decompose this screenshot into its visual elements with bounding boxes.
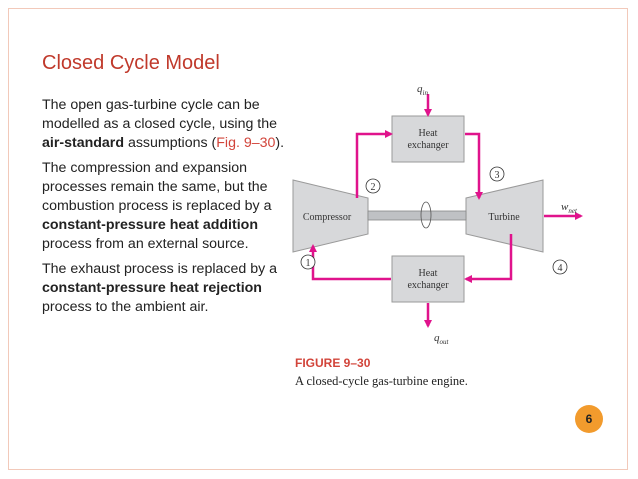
flow-line-4 (464, 234, 513, 283)
para1-text: The open gas-turbine cycle can be modell… (42, 97, 278, 132)
state-1-marker: 1 (300, 254, 316, 270)
heat-exchanger-top (391, 115, 465, 163)
figure-caption-text: A closed-cycle gas-turbine engine. (295, 374, 468, 388)
slide-title: Closed Cycle Model (42, 52, 220, 74)
shaft-rotation-icon (420, 201, 432, 229)
slide-frame (8, 8, 628, 470)
q-in-label: qin (417, 84, 428, 97)
flow-line-3 (465, 132, 483, 200)
state-4-marker: 4 (552, 259, 568, 275)
para2-text: The compression and expansion processes … (42, 160, 272, 214)
closed-cycle-diagram: Heat exchanger Heat exchanger Compressor… (292, 84, 583, 388)
para1-text-3: ). (275, 135, 285, 151)
para1-bold: air-standard (42, 135, 124, 151)
compressor-shape (292, 179, 369, 253)
hx-top-label-2: exchanger (407, 140, 449, 151)
para2-bold: constant-pressure heat addition (42, 217, 258, 233)
hx-top-label-1: Heat (419, 128, 438, 139)
w-net-label: wnet (561, 201, 578, 215)
state-3-marker: 3 (489, 166, 505, 182)
hx-bottom-label-1: Heat (419, 268, 438, 279)
figure-caption-label: FIGURE 9–30 (295, 356, 371, 370)
turbine-label: Turbine (488, 212, 520, 223)
compressor-label: Compressor (303, 212, 352, 223)
turbine-shape (465, 179, 544, 253)
shaft (367, 210, 467, 221)
hx-bottom-label-2: exchanger (407, 280, 449, 291)
para3-bold: constant-pressure heat rejection (42, 280, 262, 296)
page-number-badge: 6 (575, 405, 603, 433)
paragraph-2: The compression and expansion processes … (42, 159, 292, 254)
heat-exchanger-bottom (391, 255, 465, 303)
svg-text:4: 4 (558, 263, 563, 274)
figure-reference-link[interactable]: Fig. 9–30 (216, 135, 276, 151)
svg-text:1: 1 (306, 258, 311, 269)
state-2-marker: 2 (365, 178, 381, 194)
para3-text: The exhaust process is replaced by a (42, 261, 278, 277)
para2-text-2: process from an external source. (42, 236, 249, 252)
paragraph-3: The exhaust process is replaced by a con… (42, 260, 292, 317)
slide-body: The open gas-turbine cycle can be modell… (42, 96, 292, 323)
flow-line-2 (355, 130, 393, 198)
para1-text-2: assumptions ( (124, 135, 217, 151)
flow-line-1 (309, 244, 391, 281)
q-out-label: qout (434, 332, 450, 346)
paragraph-1: The open gas-turbine cycle can be modell… (42, 96, 292, 153)
para3-text-2: process to the ambient air. (42, 299, 209, 315)
svg-text:3: 3 (495, 170, 500, 181)
svg-text:2: 2 (371, 182, 376, 193)
